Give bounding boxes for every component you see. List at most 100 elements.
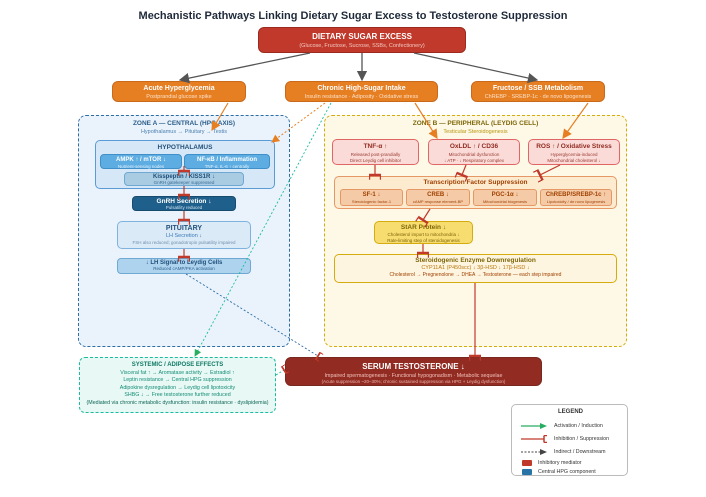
node-title: SF-1 ↓: [362, 192, 381, 198]
zone-a-title: ZONE A — CENTRAL (HPG AXIS): [132, 120, 236, 127]
gnrh-secretion-node: GnRH Secretion ↓ Pulsatility reduced: [132, 196, 236, 211]
edge-source-to-fructose: [413, 52, 539, 84]
legend-label: Activation / Induction: [554, 422, 603, 429]
node-line: Released post-prandially: [350, 152, 401, 157]
node-line: Mitochondrial dysfunction: [448, 152, 500, 157]
sf1-node: SF-1 ↓ Steroidogenic factor-1: [340, 189, 403, 206]
node-lines: Mitochondrial dysfunction↓ ATP · ↓ Respi…: [429, 152, 519, 164]
legend-label: Central HPG component: [538, 468, 596, 475]
chrebp-srebp-node: ChREBP/SREBP-1c ↑ Lipotoxicity / de novo…: [540, 189, 612, 206]
green-arrow-icon: [521, 422, 547, 429]
legend-item: Inhibition / Suppression: [520, 434, 609, 443]
node-subtitle: Steroidogenic factor-1: [351, 199, 392, 204]
node-title: ↓ LH Signal to Leydig Cells: [145, 260, 223, 266]
zone-b-subtitle: Testicular Steroidogenesis: [443, 129, 508, 135]
node-title: TNF-α ↑: [363, 143, 388, 150]
node-line: Rate-limiting step of steroidogenesis: [387, 237, 460, 243]
node-title: SERUM TESTOSTERONE ↓: [362, 362, 465, 371]
pathway-subtitle: Postprandial glucose spike: [146, 94, 212, 100]
pgc1a-node: PGC-1α ↓ Mitochondrial biogenesis: [473, 189, 537, 206]
serum-testosterone-node: SERUM TESTOSTERONE ↓ Impaired spermatoge…: [285, 357, 542, 386]
pathway-title: Acute Hyperglycemia: [143, 85, 215, 92]
node-subtitle: Lipotoxicity / de novo lipogenesis: [546, 199, 606, 204]
oxldl-cd36-node: OxLDL ↑ / CD36 Mitochondrial dysfunction…: [428, 139, 520, 165]
node-line: Adipokine dysregulation → Leydig cell li…: [119, 384, 236, 391]
star-protein-node: StAR Protein ↓ Cholesterol import to mit…: [374, 221, 473, 244]
zone-a-subtitle: Hypothalamus → Pituitary → Testis: [140, 129, 228, 135]
legend-label: Indirect / Downstream: [554, 448, 606, 455]
pathway-subtitle: Insulin resistance · Adiposity · Oxidati…: [304, 94, 419, 100]
zone-b-title: ZONE B — PERIPHERAL (LEYDIG CELL): [412, 120, 539, 127]
node-title: PGC-1α ↓: [491, 192, 519, 198]
node-title: GnRH Secretion ↓: [156, 198, 212, 205]
node-line: Cholesterol → Pregnenolone → DHEA → Test…: [389, 272, 562, 278]
node-title: ROS ↑ / Oxidative Stress: [536, 143, 612, 150]
node-line: ↓ ATP · ↓ Respiratory complex: [443, 158, 505, 163]
pathway-title: Chronic High-Sugar Intake: [317, 85, 406, 92]
legend-item: Indirect / Downstream: [520, 447, 606, 456]
legend-label: Inhibition / Suppression: [554, 435, 610, 442]
edge-source-to-acute: [178, 52, 311, 84]
node-subtitle: TNF-α, IL-6 ↑ centrally: [204, 164, 250, 169]
source-title: DIETARY SUGAR EXCESS: [312, 32, 412, 41]
node-line: Visceral fat ↑ → Aromatase activity → Es…: [120, 369, 235, 376]
fructose-ssb-node: Fructose / SSB Metabolism ChREBP · SREBP…: [471, 81, 605, 102]
node-title: NF-κB / Inflammation: [196, 157, 257, 163]
node-line: Hyperglycemia-induced: [550, 152, 598, 157]
node-title: OxLDL ↑ / CD36: [449, 143, 499, 150]
node-title: ChREBP/SREBP-1c ↑: [545, 192, 607, 198]
transcription-factor-title: Transcription Factor Suppression: [423, 179, 528, 186]
legend-item: Inhibitory mediator: [520, 458, 582, 467]
node-line: SHBG ↓ → Free testosterone further reduc…: [124, 392, 231, 398]
acute-hyperglycemia-node: Acute Hyperglycemia Postprandial glucose…: [112, 81, 246, 102]
node-subtitle: Mitochondrial biogenesis: [482, 199, 528, 204]
pathway-title: Fructose / SSB Metabolism: [492, 85, 584, 92]
node-line: (Mediated via chronic metabolic dysfunct…: [86, 399, 269, 406]
node-title: StAR Protein ↓: [400, 224, 447, 231]
node-line: Direct Leydig cell inhibitor: [349, 158, 402, 163]
legend-item: Activation / Induction: [520, 421, 603, 430]
node-lines: Cholesterol import to mitochondria ↓Rate…: [375, 232, 472, 243]
node-line: Impaired spermatogenesis · Functional hy…: [324, 373, 503, 379]
node-line: (Acute suppression ~20–30%; chronic sust…: [321, 379, 506, 384]
legend-label: Inhibitory mediator: [538, 459, 582, 466]
red-swatch-icon: [522, 459, 532, 466]
pituitary-node: PITUITARY LH Secretion ↓ FSH also reduce…: [117, 221, 251, 249]
node-subtitle: Nutrient-sensing nodes: [117, 164, 165, 169]
node-subtitle: cAMP response element-BP: [412, 199, 464, 204]
node-line: CYP11A1 (P450scc) ↓ 3β-HSD ↓ 17β-HSD ↓: [421, 265, 530, 271]
source-subtitle: (Glucose, Fructose, Sucrose, SSBs, Confe…: [299, 43, 425, 49]
node-title: CREB ↓: [427, 192, 449, 198]
node-line: FSH also reduced; gonadotropin pulsatili…: [132, 240, 236, 245]
node-title: Steroidogenic Enzyme Downregulation: [415, 257, 536, 264]
legend-item: Central HPG component: [520, 467, 596, 476]
dietary-sugar-excess-node: DIETARY SUGAR EXCESS (Glucose, Fructose,…: [258, 27, 466, 53]
systemic-adipose-node: SYSTEMIC / ADIPOSE EFFECTS Visceral fat …: [79, 357, 276, 413]
blue-swatch-icon: [522, 468, 532, 475]
lh-signal-node: ↓ LH Signal to Leydig Cells Reduced cAMP…: [117, 258, 251, 274]
node-title: PITUITARY: [165, 225, 203, 232]
nfkb-inflammation-node: NF-κB / Inflammation TNF-α, IL-6 ↑ centr…: [184, 154, 270, 169]
node-subtitle: Pulsatility reduced: [165, 205, 203, 210]
legend: LEGEND Activation / Induction Inhibition…: [511, 404, 628, 476]
edge-systemic-to-serum: [275, 370, 284, 376]
node-line: LH Secretion ↓: [165, 233, 203, 239]
chronic-high-sugar-node: Chronic High-Sugar Intake Insulin resist…: [285, 81, 438, 102]
ampk-mtor-node: AMPK ↑ / mTOR ↓ Nutrient-sensing nodes: [100, 154, 182, 169]
node-title: AMPK ↑ / mTOR ↓: [116, 157, 166, 163]
node-title: Kisspeptin / KISS1R ↓: [152, 174, 215, 180]
node-line: Cholesterol import to mitochondria ↓: [387, 232, 460, 237]
pathway-subtitle: ChREBP · SREBP-1c · de novo lipogenesis: [484, 94, 592, 100]
node-title: SYSTEMIC / ADIPOSE EFFECTS: [131, 362, 224, 368]
hypothalamus-title: HYPOTHALAMUS: [157, 144, 213, 151]
node-line: Leptin resistance → Central HPG suppress…: [123, 377, 232, 383]
enzyme-downregulation-node: Steroidogenic Enzyme Downregulation CYP1…: [334, 254, 617, 283]
creb-node: CREB ↓ cAMP response element-BP: [406, 189, 470, 206]
node-line: Mitochondrial cholesterol ↓: [547, 158, 601, 163]
ros-oxidative-stress-node: ROS ↑ / Oxidative Stress Hyperglycemia-i…: [528, 139, 620, 165]
red-tbar-icon: [521, 434, 547, 443]
legend-title: LEGEND: [557, 409, 583, 415]
dashed-arrow-icon: [521, 448, 547, 455]
